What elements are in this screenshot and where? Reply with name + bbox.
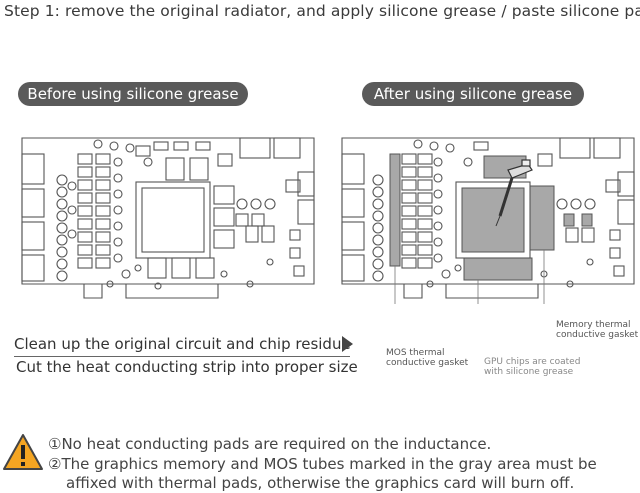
cut-instruction: Cut the heat conducting strip into prope…: [16, 358, 358, 376]
circuit-board-after: [341, 137, 635, 304]
divider: [14, 356, 350, 357]
warning-triangle-icon: [3, 434, 43, 470]
memory-pad-right: [529, 185, 555, 251]
clean-instruction: Clean up the original circuit and chip r…: [14, 335, 351, 353]
note-thermal-pads-line1: ②The graphics memory and MOS tubes marke…: [48, 455, 597, 473]
memory-pad-bottom: [463, 257, 533, 281]
triangle-right-icon: [342, 336, 353, 352]
memory-gasket-callout: Memory thermal conductive gasket: [556, 320, 639, 340]
after-label: After using silicone grease: [362, 82, 584, 106]
mos-gasket-callout: MOS thermal conductive gasket: [386, 348, 469, 368]
note-inductance: ①No heat conducting pads are required on…: [48, 435, 492, 453]
gpu-grease-area: [461, 187, 525, 253]
step-title: Step 1: remove the original radiator, an…: [4, 2, 640, 20]
gpu-grease-callout: GPU chips are coated with silicone greas…: [484, 357, 581, 377]
before-label: Before using silicone grease: [18, 82, 248, 106]
mos-thermal-pad: [389, 153, 401, 267]
note-thermal-pads-line2: affixed with thermal pads, otherwise the…: [66, 474, 575, 492]
circuit-board-before: [21, 137, 315, 299]
syringe-icon: [495, 159, 533, 227]
